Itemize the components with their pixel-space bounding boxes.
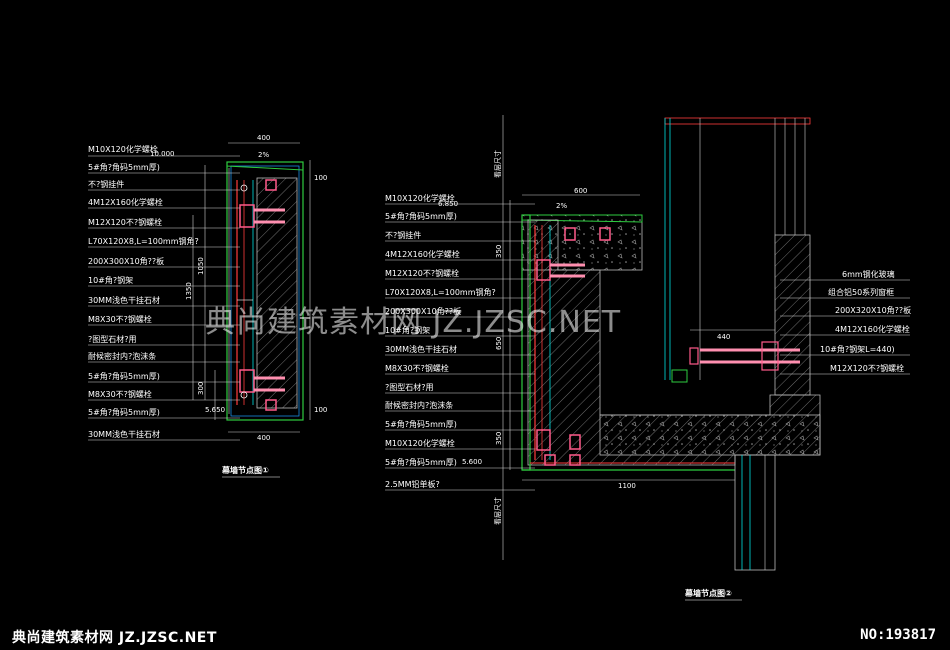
detail-1: M10X120化学螺栓 5#角?角码5mm厚) 不?钢挂件 4M12X160化学…: [88, 134, 327, 478]
d2-right-label-4: 10#角?钢架L=440): [820, 344, 895, 354]
d1-label-4: M12X120不?钢螺栓: [88, 217, 162, 227]
d2-label-4: M12X120不?钢螺栓: [385, 268, 459, 278]
d1-label-14: 5#角?角码5mm厚): [88, 407, 160, 417]
d1-dim-right-bottom: 100: [314, 406, 327, 414]
d1-label-9: M8X30不?钢螺栓: [88, 314, 152, 324]
d2-label-11: 耐候密封内?泡沫条: [385, 400, 453, 410]
d1-label-3: 4M12X160化学螺栓: [88, 197, 163, 207]
cad-drawing-canvas: M10X120化学螺栓 5#角?角码5mm厚) 不?钢挂件 4M12X160化学…: [88, 115, 912, 601]
d1-elev-top: 10.000: [150, 150, 175, 158]
d1-dim-right-top: 100: [314, 174, 327, 182]
d1-label-10: ?图型石材?用: [88, 334, 137, 344]
d2-label-1: 5#角?角码5mm厚): [385, 211, 457, 221]
footer-number-text: NO:193817: [860, 627, 936, 643]
footer-site-text: 典尚建筑素材网 JZ.JZSC.NET: [12, 630, 217, 646]
d2-vert-note-top: 看层尺寸: [493, 150, 502, 178]
d2-label-6: 200X300X10角??板: [385, 306, 461, 316]
d2-label-7: 10#角?钢架: [385, 325, 430, 335]
d2-right-label-5: M12X120不?钢螺栓: [830, 363, 904, 373]
d1-label-8: 30MM浅色干挂石材: [88, 295, 160, 305]
d1-label-13: M8X30不?钢螺栓: [88, 389, 152, 399]
cad-drawing-svg: M10X120化学螺栓 5#角?角码5mm厚) 不?钢挂件 4M12X160化学…: [88, 115, 911, 601]
d1-dim-1350: 1350: [185, 282, 193, 300]
d2-dim-slope: 2%: [556, 202, 567, 210]
d2-label-8: 30MM浅色干挂石材: [385, 344, 457, 354]
d1-label-12: 5#角?角码5mm厚): [88, 371, 160, 381]
d2-title: 幕墙节点图②: [684, 588, 732, 598]
d2-dim-350-bottom: 350: [495, 432, 503, 445]
watermark-text: 典尚建筑素材网 JZ.JZSC.NET: [205, 305, 621, 340]
d1-elev-bottom: 5.650: [205, 406, 225, 414]
d2-right-label-3: 4M12X160化学螺栓: [835, 324, 910, 334]
d2-dim-350-top: 350: [495, 245, 503, 258]
d2-label-9: M8X30不?钢螺栓: [385, 363, 449, 373]
d1-label-6: 200X300X10角??板: [88, 256, 164, 266]
d2-label-5: L70X120X8,L=100mm钢角?: [385, 287, 496, 297]
d1-label-0: M10X120化学螺栓: [88, 144, 158, 154]
d2-label-15: 2.5MM铝单板?: [385, 479, 440, 489]
d1-label-2: 不?钢挂件: [88, 179, 124, 189]
d2-dim-top-width: 600: [574, 187, 587, 195]
d2-elev-top: 6.850: [438, 200, 458, 208]
d2-right-label-0: 6mm钢化玻璃: [842, 269, 895, 279]
d2-right-label-2: 200X320X10角??板: [835, 305, 911, 315]
d2-vert-note-bottom: 看层尺寸: [493, 497, 502, 525]
d2-right-label-1: 组合铝50系列窗框: [828, 287, 894, 297]
d2-elev-bottom: 5.600: [462, 458, 482, 466]
d2-label-10: ?图型石材?用: [385, 382, 434, 392]
d1-dim-slope: 2%: [258, 151, 269, 159]
d1-label-11: 耐候密封内?泡沫条: [88, 351, 156, 361]
d2-label-0: M10X120化学螺栓: [385, 193, 455, 203]
d1-dim-300: 300: [197, 382, 205, 395]
d2-label-13: M10X120化学螺栓: [385, 438, 455, 448]
footer-bar: 典尚建筑素材网 JZ.JZSC.NET NO:193817: [0, 625, 950, 650]
d2-dim-440: 440: [717, 333, 730, 341]
d2-label-14: 5#角?角码5mm厚): [385, 457, 457, 467]
d2-dim-650: 650: [495, 337, 503, 350]
d1-label-15: 30MM浅色干挂石材: [88, 429, 160, 439]
d1-label-1: 5#角?角码5mm厚): [88, 162, 160, 172]
d1-dim-bottom-width: 400: [257, 434, 270, 442]
d1-dim-1050: 1050: [197, 257, 205, 275]
d2-label-3: 4M12X160化学螺栓: [385, 249, 460, 259]
detail-2: M10X120化学螺栓 5#角?角码5mm厚) 不?钢挂件 4M12X160化学…: [385, 115, 911, 601]
d1-label-7: 10#角?钢架: [88, 275, 133, 285]
d1-dim-top-width: 400: [257, 134, 270, 142]
d1-title: 幕墙节点图①: [221, 465, 269, 475]
d2-dim-1100: 1100: [618, 482, 636, 490]
d2-label-2: 不?钢挂件: [385, 230, 421, 240]
d2-label-12: 5#角?角码5mm厚): [385, 419, 457, 429]
d1-label-5: L70X120X8,L=100mm钢角?: [88, 236, 199, 246]
